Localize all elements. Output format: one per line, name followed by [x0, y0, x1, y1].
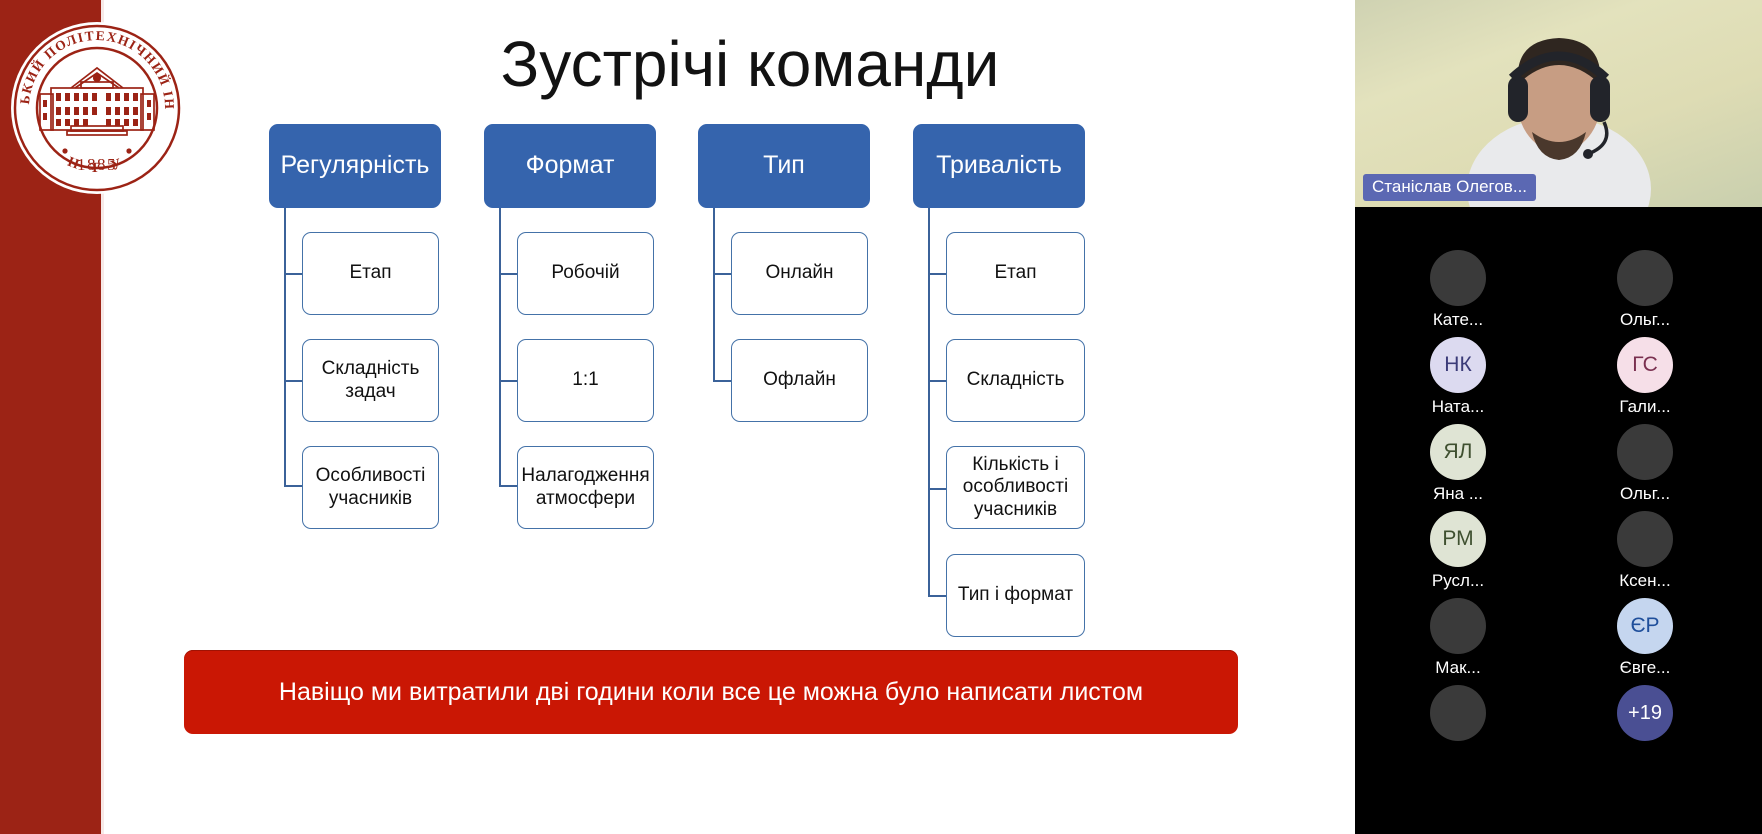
- diagram-node-2-2[interactable]: 1:1: [517, 339, 654, 422]
- participant-tile-7[interactable]: РМ Русл...: [1408, 511, 1508, 591]
- connector-col2-spine: [499, 208, 501, 485]
- speaker-name-badge: Станіслав Олегов...: [1363, 174, 1537, 201]
- avatar-initials: ЄР: [1617, 598, 1673, 654]
- participant-name: Гали...: [1619, 397, 1671, 416]
- participant-tile-9[interactable]: Мак...: [1408, 598, 1508, 678]
- avatar-initials: НК: [1430, 337, 1486, 393]
- university-logo-icon: ХАРКІВСЬКИЙ ПОЛІТЕХНІЧНИЙ ІНСТИТУТ Н Т У: [9, 20, 185, 196]
- diagram-node-3-1[interactable]: Онлайн: [731, 232, 868, 315]
- slide-stripe-hairline: [101, 0, 104, 834]
- svg-text:1885: 1885: [77, 155, 117, 174]
- avatar-initials: ГС: [1617, 337, 1673, 393]
- participant-tile-6[interactable]: Ольг...: [1595, 424, 1695, 504]
- connector-col1-1: [284, 273, 304, 275]
- participant-name: Русл...: [1431, 571, 1485, 590]
- participant-name: Мак...: [1435, 658, 1481, 677]
- diagram-node-4-2[interactable]: Складність: [946, 339, 1085, 422]
- diagram-header-2[interactable]: Формат: [484, 124, 656, 208]
- avatar: [1617, 424, 1673, 480]
- avatar: [1430, 598, 1486, 654]
- diagram-node-1-1[interactable]: Етап: [302, 232, 439, 315]
- connector-col4-spine: [928, 208, 930, 596]
- participant-tile-11[interactable]: [1408, 685, 1508, 741]
- connector-col1-2: [284, 380, 304, 382]
- connector-col4-3: [928, 488, 948, 490]
- active-speaker-tile[interactable]: Станіслав Олегов...: [1355, 0, 1762, 207]
- diagram-node-4-3[interactable]: Кількість і особливості учасників: [946, 446, 1085, 529]
- connector-col3-2: [713, 380, 733, 382]
- diagram-node-3-2[interactable]: Офлайн: [731, 339, 868, 422]
- participant-name: Євге...: [1619, 658, 1671, 677]
- participant-tile-3[interactable]: НК Ната...: [1408, 337, 1508, 417]
- participant-name: Ольг...: [1619, 310, 1671, 329]
- avatar-initials: РМ: [1430, 511, 1486, 567]
- participant-name: Ольг...: [1619, 484, 1671, 503]
- participant-tile-10[interactable]: ЄР Євге...: [1595, 598, 1695, 678]
- slide-title: Зустрічі команди: [500, 28, 1000, 100]
- slide-canvas: ХАРКІВСЬКИЙ ПОЛІТЕХНІЧНИЙ ІНСТИТУТ Н Т У: [0, 0, 1238, 834]
- connector-col4-2: [928, 380, 948, 382]
- connector-col3-spine: [713, 208, 715, 380]
- org-diagram: Регулярність Етап Складність задач Особл…: [269, 124, 1085, 637]
- slide-callout-banner: Навіщо ми витратили дві години коли все …: [184, 650, 1238, 734]
- participant-name: Кате...: [1432, 310, 1484, 329]
- diagram-node-1-2[interactable]: Складність задач: [302, 339, 439, 422]
- participant-name: Ксен...: [1619, 571, 1671, 590]
- connector-col4-4: [928, 595, 948, 597]
- participant-tile-4[interactable]: ГС Гали...: [1595, 337, 1695, 417]
- avatar-initials: ЯЛ: [1430, 424, 1486, 480]
- connector-col1-spine: [284, 208, 286, 485]
- connector-col2-3: [499, 485, 519, 487]
- diagram-header-1[interactable]: Регулярність: [269, 124, 441, 208]
- overflow-count: +19: [1617, 685, 1673, 741]
- diagram-header-3[interactable]: Тип: [698, 124, 870, 208]
- svg-text:Н Т У: Н Т У: [65, 155, 128, 176]
- diagram-node-4-1[interactable]: Етап: [946, 232, 1085, 315]
- connector-col2-2: [499, 380, 519, 382]
- diagram-node-1-3[interactable]: Особливості учасників: [302, 446, 439, 529]
- video-call-rail: Станіслав Олегов... Кате... Ольг... НК На…: [1355, 0, 1762, 834]
- diagram-node-4-4[interactable]: Тип і формат: [946, 554, 1085, 637]
- connector-col1-3: [284, 485, 304, 487]
- connector-col2-1: [499, 273, 519, 275]
- diagram-header-4[interactable]: Тривалість: [913, 124, 1085, 208]
- participant-tile-5[interactable]: ЯЛ Яна ...: [1408, 424, 1508, 504]
- avatar: [1617, 250, 1673, 306]
- connector-col3-1: [713, 273, 733, 275]
- participant-tile-1[interactable]: Кате...: [1408, 250, 1508, 330]
- participant-overflow-tile[interactable]: +19: [1595, 685, 1695, 741]
- participant-name: Яна ...: [1432, 484, 1483, 503]
- participant-tile-2[interactable]: Ольг...: [1595, 250, 1695, 330]
- diagram-node-2-3[interactable]: Налагодження атмосфери: [517, 446, 654, 529]
- avatar: [1430, 250, 1486, 306]
- avatar: [1617, 511, 1673, 567]
- avatar: [1430, 685, 1486, 741]
- participant-tile-8[interactable]: Ксен...: [1595, 511, 1695, 591]
- diagram-node-2-1[interactable]: Робочій: [517, 232, 654, 315]
- participant-name: Ната...: [1431, 397, 1485, 416]
- participant-grid: Кате... Ольг... НК Ната... ГС Гали... ЯЛ Ян…: [1355, 225, 1762, 834]
- connector-col4-1: [928, 273, 948, 275]
